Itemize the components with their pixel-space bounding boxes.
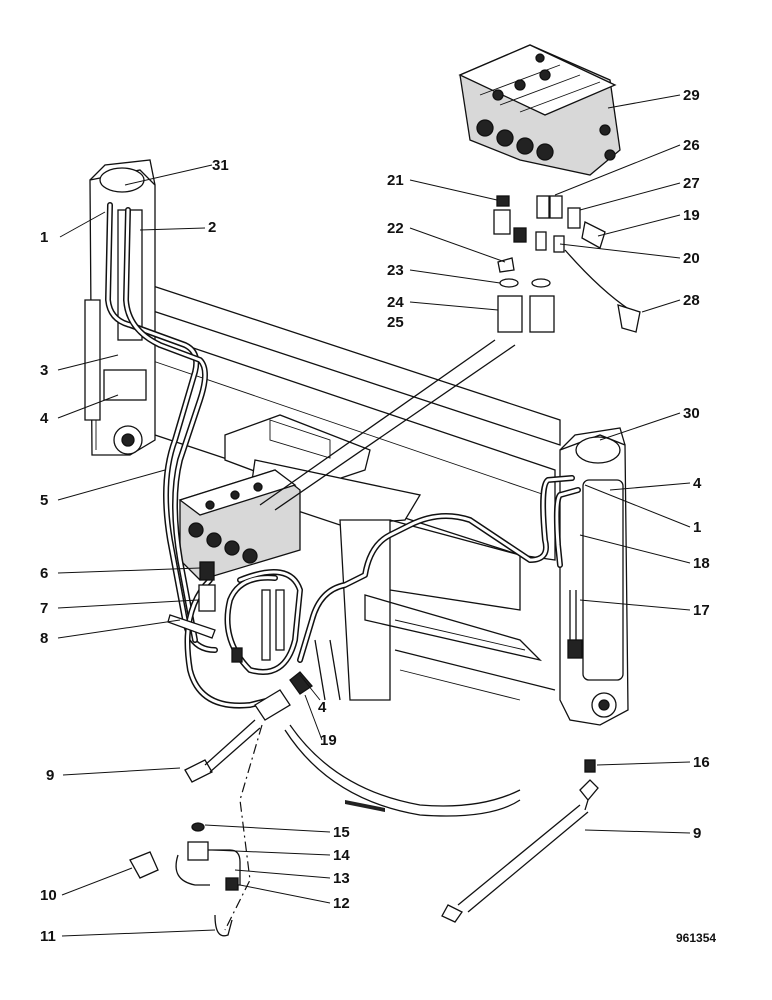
callout-7: 7 [40, 600, 48, 617]
control-valve-in-situ [178, 469, 301, 581]
ram-pipe [569, 590, 577, 640]
callout-24: 24 [387, 294, 404, 311]
callout-29: 29 [683, 87, 700, 104]
callout-30: 30 [683, 405, 700, 422]
leader-lines [57, 94, 691, 937]
exploded-fittings [493, 195, 641, 333]
left-ram-column [84, 159, 156, 456]
callout-27: 27 [683, 175, 700, 192]
callout-9-left: 9 [46, 767, 54, 784]
valve-fittings [167, 561, 313, 721]
callout-8: 8 [40, 630, 48, 647]
drawing-number: 961354 [676, 931, 716, 945]
callout-19-middle: 19 [320, 732, 337, 749]
callout-22: 22 [387, 220, 404, 237]
leader-line-to-valve [259, 339, 496, 506]
callout-6: 6 [40, 565, 48, 582]
callout-labels: 31 2 1 3 4 5 6 7 8 9 10 11 12 13 14 15 4… [40, 87, 710, 945]
hose-assembly [441, 759, 599, 923]
callout-21: 21 [387, 172, 404, 189]
callout-1-left: 1 [40, 229, 48, 246]
callout-3: 3 [40, 362, 48, 379]
callout-9-right: 9 [693, 825, 701, 842]
callout-13: 13 [333, 870, 350, 887]
callout-26: 26 [683, 137, 700, 154]
callout-31: 31 [212, 157, 229, 174]
callout-5: 5 [40, 492, 48, 509]
callout-15: 15 [333, 824, 350, 841]
callout-23: 23 [387, 262, 404, 279]
callout-4-middle: 4 [318, 699, 327, 716]
callout-25: 25 [387, 314, 404, 331]
callout-28: 28 [683, 292, 700, 309]
callout-16: 16 [693, 754, 710, 771]
callout-11: 11 [40, 928, 56, 945]
callout-20: 20 [683, 250, 700, 267]
callout-1-right: 1 [693, 519, 701, 536]
callout-10: 10 [40, 887, 57, 904]
callout-19-top: 19 [683, 207, 700, 224]
callout-17: 17 [693, 602, 710, 619]
callout-14: 14 [333, 847, 350, 864]
right-ram-column [559, 427, 629, 726]
callout-4-left: 4 [40, 410, 49, 427]
callout-12: 12 [333, 895, 350, 912]
leader-line-to-valve-2 [274, 344, 516, 511]
callout-2: 2 [208, 219, 216, 236]
lower-pipework [129, 719, 263, 937]
control-valve-exploded [458, 44, 621, 176]
callout-18: 18 [693, 555, 710, 572]
callout-4-right: 4 [693, 475, 702, 492]
